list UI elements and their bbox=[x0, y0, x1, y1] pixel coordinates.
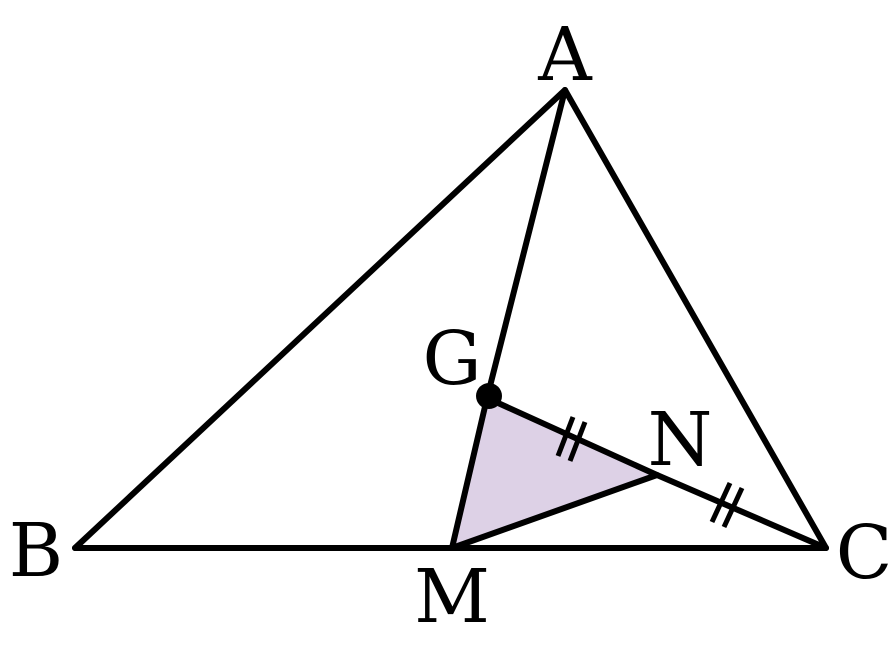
shaded-triangle-GMN bbox=[452, 398, 657, 548]
tick-mark bbox=[709, 481, 733, 524]
centroid-dot bbox=[476, 383, 502, 409]
segment-GM bbox=[449, 395, 490, 551]
label-G: G bbox=[422, 316, 481, 402]
label-M: M bbox=[414, 554, 490, 640]
tick-mark bbox=[721, 486, 745, 529]
segment-AG bbox=[484, 87, 568, 401]
equal-mark-NC bbox=[709, 481, 745, 529]
label-C: C bbox=[836, 510, 893, 596]
segment-AC bbox=[562, 87, 829, 551]
label-B: B bbox=[9, 508, 63, 594]
segment-AB bbox=[72, 87, 568, 551]
label-A: A bbox=[537, 12, 593, 98]
segment-GN bbox=[484, 395, 660, 478]
tick-mark bbox=[567, 421, 588, 462]
segment-MN bbox=[449, 472, 660, 551]
equal-mark-GN bbox=[555, 416, 588, 462]
segment-NC bbox=[654, 472, 829, 551]
tick-mark bbox=[555, 416, 576, 457]
label-N: N bbox=[648, 397, 713, 483]
